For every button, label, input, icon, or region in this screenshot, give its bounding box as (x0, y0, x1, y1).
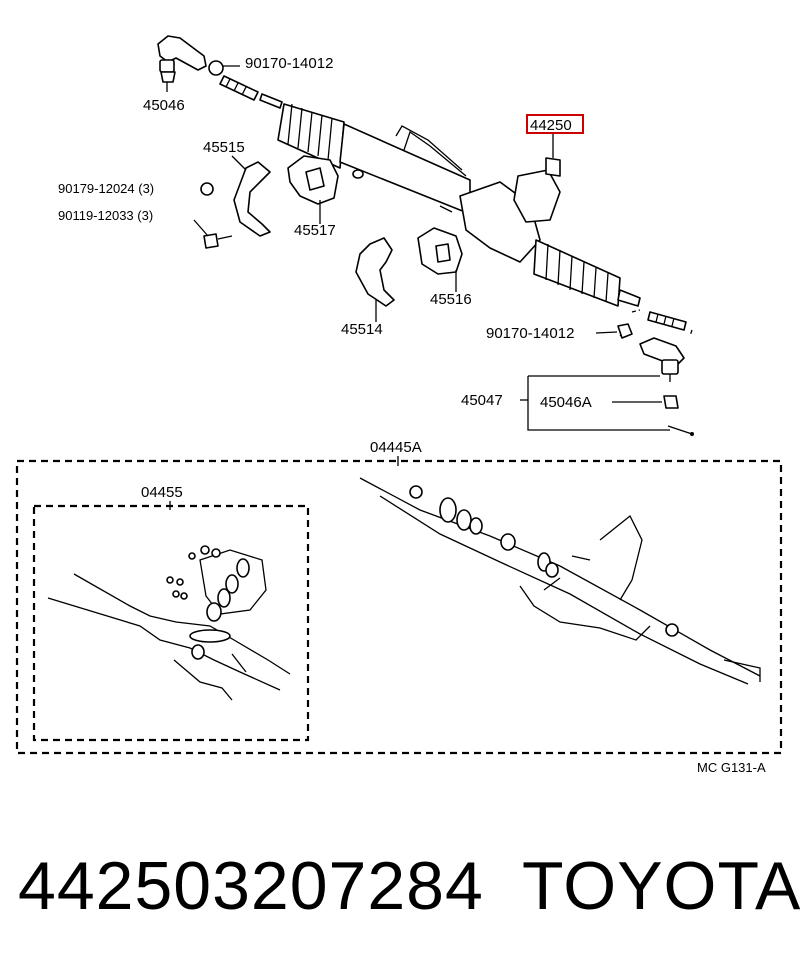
label-44250: 44250 (530, 117, 572, 134)
label-45517: 45517 (294, 222, 336, 239)
label-ref-code: MC G131-A (697, 760, 766, 775)
threaded-stud (219, 75, 283, 109)
bolt-1 (200, 182, 214, 196)
label-45046: 45046 (143, 97, 185, 114)
label-bolt-1: 90179-12024 (3) (58, 181, 154, 196)
tie-rod-end-right (639, 337, 694, 436)
kit-inner-box (32, 504, 310, 742)
label-45046A: 45046A (540, 394, 592, 411)
label-45047: 45047 (461, 392, 503, 409)
bolt-2 (203, 233, 233, 249)
rack-housing (277, 103, 641, 307)
inner-kit-housing (47, 549, 291, 701)
brand-caption: TOYOTA (522, 848, 800, 924)
part-number-caption: 442503207284 (18, 848, 484, 924)
bracket-45515 (233, 161, 271, 237)
bracket-45514 (355, 237, 395, 307)
label-45515: 45515 (203, 139, 245, 156)
label-nut-top: 90170-14012 (245, 55, 333, 72)
inner-kit-seals (166, 545, 250, 660)
label-nut-bottom: 90170-14012 (486, 325, 574, 342)
highlight-box-44250 (526, 114, 584, 134)
label-45516: 45516 (430, 291, 472, 308)
label-45514: 45514 (341, 321, 383, 338)
outer-kit-seals (409, 485, 679, 637)
label-bolt-2: 90119-12033 (3) (58, 208, 153, 223)
parts-diagram: 45046 90170-14012 44250 (15, 35, 783, 775)
label-04455: 04455 (141, 484, 183, 501)
grommet-45517 (287, 155, 339, 205)
outer-kit-housing (359, 477, 761, 685)
tie-rod-end-left (157, 35, 207, 92)
nut-bottom (617, 323, 633, 339)
grommet-45516 (417, 227, 463, 275)
label-04445A: 04445A (370, 439, 422, 456)
nut-top (208, 60, 240, 76)
